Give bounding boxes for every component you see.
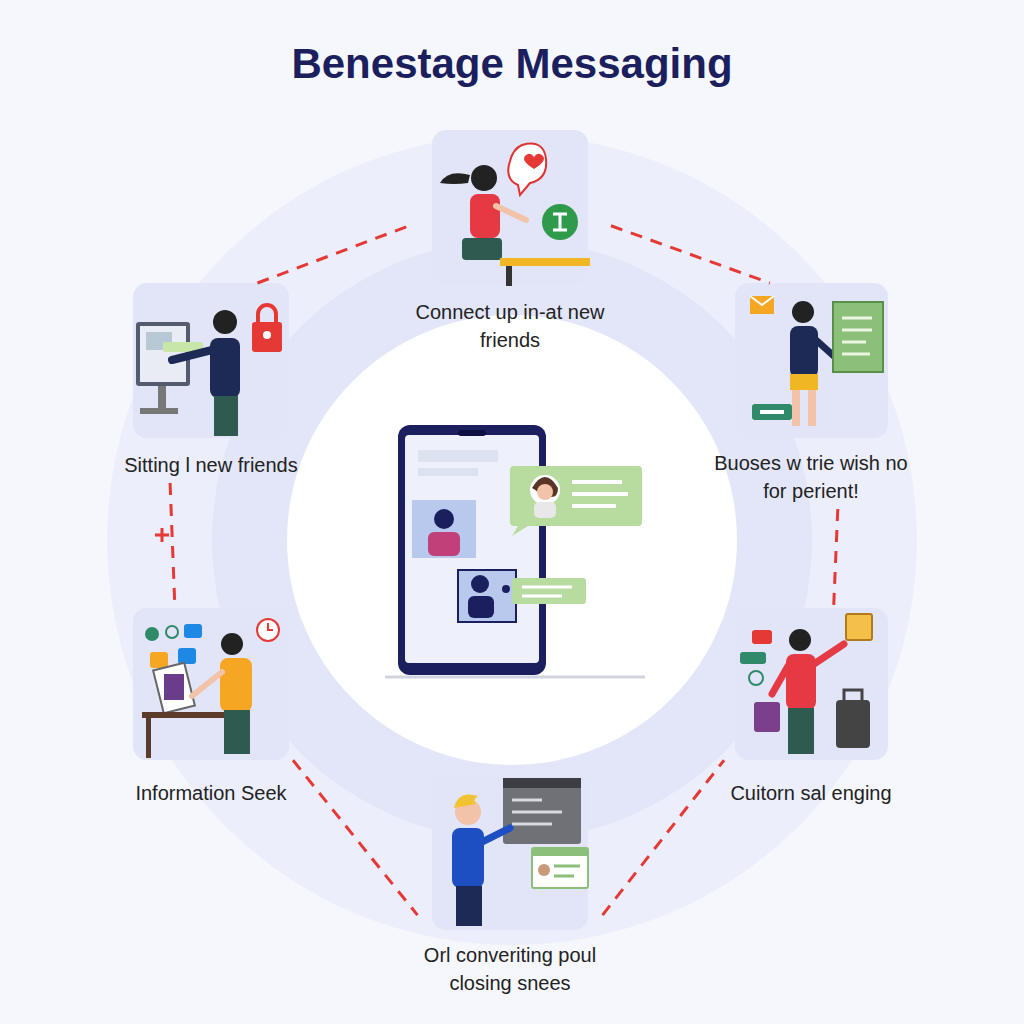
dashed-connector	[834, 509, 838, 608]
diagram-title: Benestage Messaging	[0, 40, 1024, 88]
dashed-line	[603, 760, 725, 915]
dashed-connector	[293, 760, 418, 915]
feature-label: Orl converiting poul closing snees	[418, 941, 603, 997]
dashed-connector	[258, 226, 410, 283]
dashed-line	[258, 226, 410, 283]
feature-label: Buoses w trie wish no for perient!	[708, 449, 914, 505]
dashed-line	[293, 760, 418, 915]
feature-card: Cuitorn sal enging	[724, 608, 898, 811]
feature-card: Buoses w trie wish no for perient!	[708, 283, 914, 509]
dashed-connector	[611, 226, 770, 283]
dashed-connector	[170, 483, 175, 608]
feature-card: Connect up in-at new friends	[409, 130, 611, 358]
dashed-line	[834, 509, 838, 608]
plus-mark	[155, 528, 169, 542]
feature-card: Sitting l new friends	[118, 283, 304, 483]
feature-label: Information Seek	[129, 779, 293, 807]
dashed-line	[170, 483, 175, 608]
feature-label: Cuitorn sal enging	[724, 779, 898, 807]
feature-label: Sitting l new friends	[118, 451, 304, 479]
feature-label: Connect up in-at new friends	[409, 298, 611, 354]
feature-card: Orl converiting poul closing snees	[418, 775, 603, 1001]
dashed-line	[611, 226, 770, 283]
dashed-connector	[603, 760, 725, 915]
feature-card: Information Seek	[129, 608, 293, 811]
